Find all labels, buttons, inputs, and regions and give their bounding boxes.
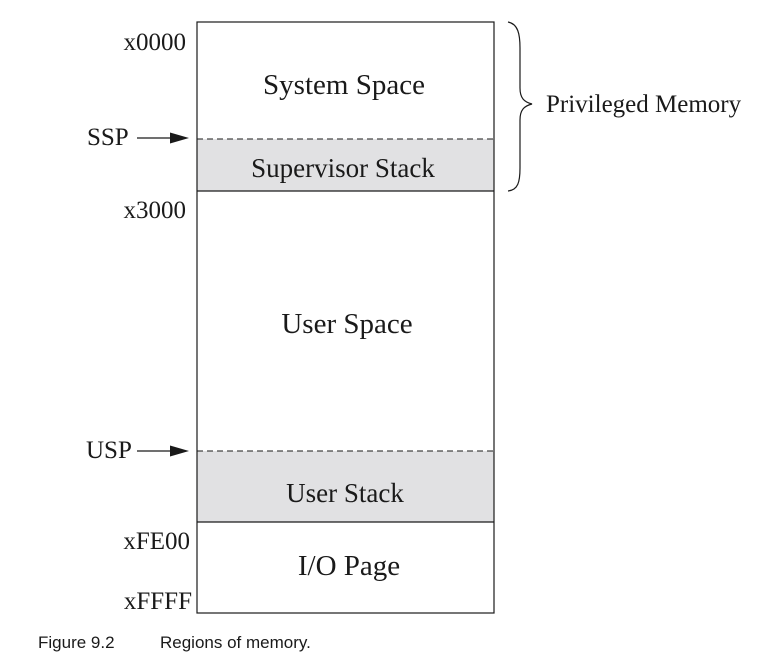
address-xfe00: xFE00 [123,528,190,555]
user-stack-region [197,451,494,522]
address-x0000: x0000 [124,29,187,56]
privileged-memory-label: Privileged Memory [546,91,742,118]
figure-number: Figure 9.2 [38,633,115,652]
address-xffff: xFFFF [124,588,192,615]
privileged-memory-brace-icon [507,21,533,192]
usp-label: USP [86,437,132,464]
figure-caption: Figure 9.2 Regions of memory. [38,633,311,653]
usp-arrow-icon [137,445,189,457]
io-page-label: I/O Page [298,550,400,582]
memory-box [196,21,495,614]
ssp-arrow-icon [137,132,189,144]
address-x3000: x3000 [124,197,187,224]
user-space-label: User Space [281,308,412,340]
system-space-label: System Space [263,69,425,101]
user-stack-label: User Stack [286,478,404,508]
figure-caption-text: Regions of memory. [160,633,311,652]
supervisor-stack-region [197,139,494,191]
supervisor-stack-label: Supervisor Stack [251,153,435,183]
ssp-label: SSP [87,124,129,151]
